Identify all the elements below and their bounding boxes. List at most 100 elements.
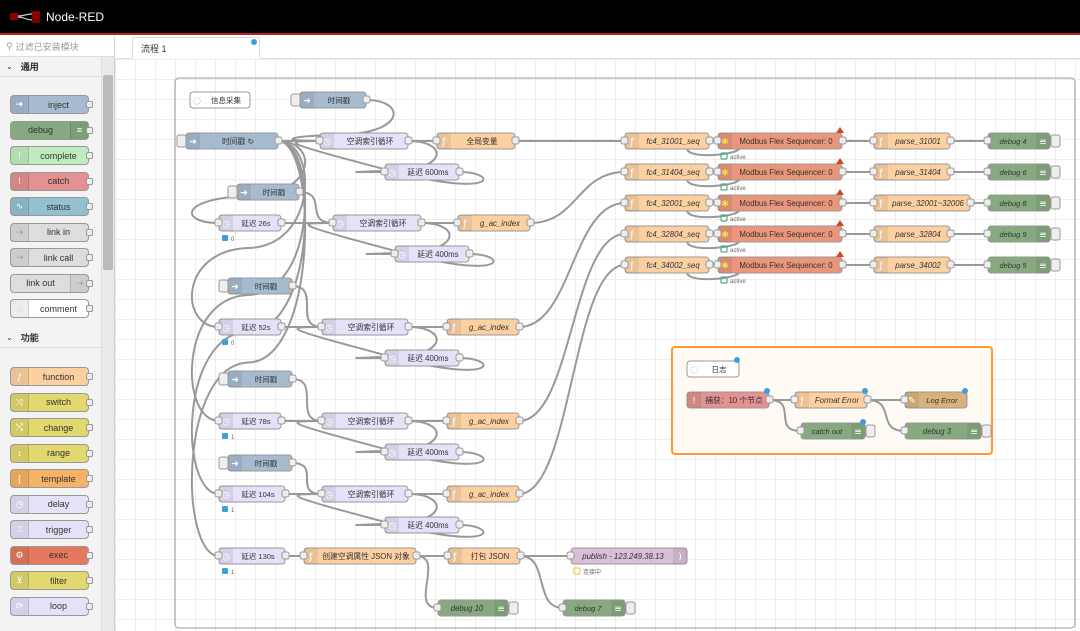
flow-node-d5[interactable]: ◷延迟 400ms — [380, 516, 464, 534]
node-output-port[interactable] — [838, 167, 847, 176]
node-input-port[interactable] — [869, 198, 878, 207]
flow-node-i3[interactable]: ➜时间戳 — [218, 277, 297, 295]
node-input-port[interactable] — [620, 260, 629, 269]
node-input-port[interactable] — [214, 218, 223, 227]
node-output-port[interactable] — [455, 520, 464, 529]
node-input-port[interactable] — [713, 198, 722, 207]
node-output-port[interactable] — [515, 489, 524, 498]
node-input-port[interactable] — [317, 322, 326, 331]
node-output-port[interactable] — [838, 136, 847, 145]
node-output-port[interactable] — [946, 260, 955, 269]
wire[interactable] — [529, 171, 626, 224]
palette-node-change[interactable]: ⤭change — [10, 418, 93, 437]
flow-node-l4[interactable]: ◷空调索引循环 — [317, 412, 413, 430]
node-input-port[interactable] — [214, 416, 223, 425]
inject-button[interactable] — [176, 134, 187, 148]
node-input-port[interactable] — [620, 229, 629, 238]
node-input-port[interactable] — [442, 322, 451, 331]
node-input-port[interactable] — [713, 136, 722, 145]
inject-button[interactable] — [290, 93, 301, 107]
node-input-port[interactable] — [442, 416, 451, 425]
node-input-port[interactable] — [983, 167, 992, 176]
node-output-port[interactable] — [705, 229, 714, 238]
flow-node-dbg6[interactable]: ≡debug 6 — [983, 163, 1061, 181]
node-input-port[interactable] — [620, 198, 629, 207]
node-output-port[interactable] — [516, 551, 525, 560]
node-input-port[interactable] — [214, 551, 223, 560]
node-output-port[interactable] — [404, 322, 413, 331]
node-input-port[interactable] — [713, 260, 722, 269]
node-input-port[interactable] — [214, 489, 223, 498]
node-output-port[interactable] — [274, 136, 283, 145]
flow-node-dbg9[interactable]: ≡debug 9 — [983, 225, 1061, 243]
palette-node-link-call[interactable]: ⇢link call — [10, 248, 93, 267]
wire[interactable] — [518, 233, 626, 422]
palette-node-exec[interactable]: ⚙exec — [10, 545, 93, 565]
node-input-port[interactable] — [453, 218, 462, 227]
flow-node-l5[interactable]: ◷空调索引循环 — [317, 485, 413, 503]
node-output-port[interactable] — [946, 136, 955, 145]
node-output-port[interactable] — [705, 260, 714, 269]
node-input-port[interactable] — [713, 229, 722, 238]
wire[interactable] — [291, 285, 323, 328]
node-input-port[interactable] — [299, 551, 308, 560]
node-output-port[interactable] — [863, 395, 872, 404]
flow-node-dbg3[interactable]: ≡debug 3 — [900, 422, 992, 440]
node-output-port[interactable] — [946, 167, 955, 176]
debug-toggle-button[interactable] — [625, 601, 636, 615]
node-input-port[interactable] — [390, 249, 399, 258]
node-input-port[interactable] — [380, 447, 389, 456]
palette-node-filter[interactable]: ⊻filter — [10, 571, 93, 590]
node-input-port[interactable] — [317, 416, 326, 425]
tab-flow-1[interactable]: 流程 1 — [132, 37, 260, 59]
palette-node-loop[interactable]: ⟳loop — [10, 596, 93, 616]
node-output-port[interactable] — [277, 416, 286, 425]
palette-node-delay[interactable]: ◷delay — [10, 494, 93, 514]
wire[interactable] — [518, 264, 626, 495]
node-output-port[interactable] — [465, 249, 474, 258]
flow-node-c1[interactable]: ◌信息采集 — [189, 91, 251, 109]
node-input-port[interactable] — [432, 136, 441, 145]
node-input-port[interactable] — [900, 395, 909, 404]
node-output-port[interactable] — [281, 551, 290, 560]
flow-node-dbg4[interactable]: ≡debug 4 — [983, 132, 1061, 150]
node-input-port[interactable] — [900, 426, 909, 435]
flow-node-dbg5[interactable]: ≡debug 5 — [983, 256, 1061, 274]
flow-node-l3[interactable]: ◷空调索引循环 — [317, 318, 413, 336]
palette-node-inject[interactable]: ➜inject — [10, 95, 93, 114]
flow-node-i2[interactable]: ➜时间戳 — [227, 183, 304, 201]
palette-node-debug[interactable]: debug≡ — [10, 120, 93, 140]
node-input-port[interactable] — [380, 167, 389, 176]
node-output-port[interactable] — [705, 167, 714, 176]
flow-node-l1[interactable]: ◷空调索引循环 — [315, 132, 413, 150]
flow-node-i0[interactable]: ➜时间戳 — [290, 91, 371, 109]
palette-node-complete[interactable]: !complete — [10, 146, 93, 165]
palette-node-comment[interactable]: ◌comment — [10, 299, 93, 318]
node-input-port[interactable] — [558, 603, 567, 612]
node-output-port[interactable] — [838, 198, 847, 207]
palette-node-range[interactable]: ↕range — [10, 443, 93, 463]
flow-node-le[interactable]: ✎Log Error — [900, 388, 968, 409]
palette-node-catch[interactable]: !catch — [10, 171, 93, 191]
flow-node-ct[interactable]: !捕获：10 个节点 — [686, 388, 774, 409]
palette-node-switch[interactable]: ⤨switch — [10, 392, 93, 412]
flow-group[interactable] — [174, 77, 1076, 629]
flow-node-d2[interactable]: ◷延迟 400ms — [390, 245, 474, 263]
flow-node-d4[interactable]: ◷延迟 400ms — [380, 443, 464, 461]
node-output-port[interactable] — [412, 551, 421, 560]
node-output-port[interactable] — [362, 95, 371, 104]
node-output-port[interactable] — [705, 136, 714, 145]
node-input-port[interactable] — [983, 260, 992, 269]
